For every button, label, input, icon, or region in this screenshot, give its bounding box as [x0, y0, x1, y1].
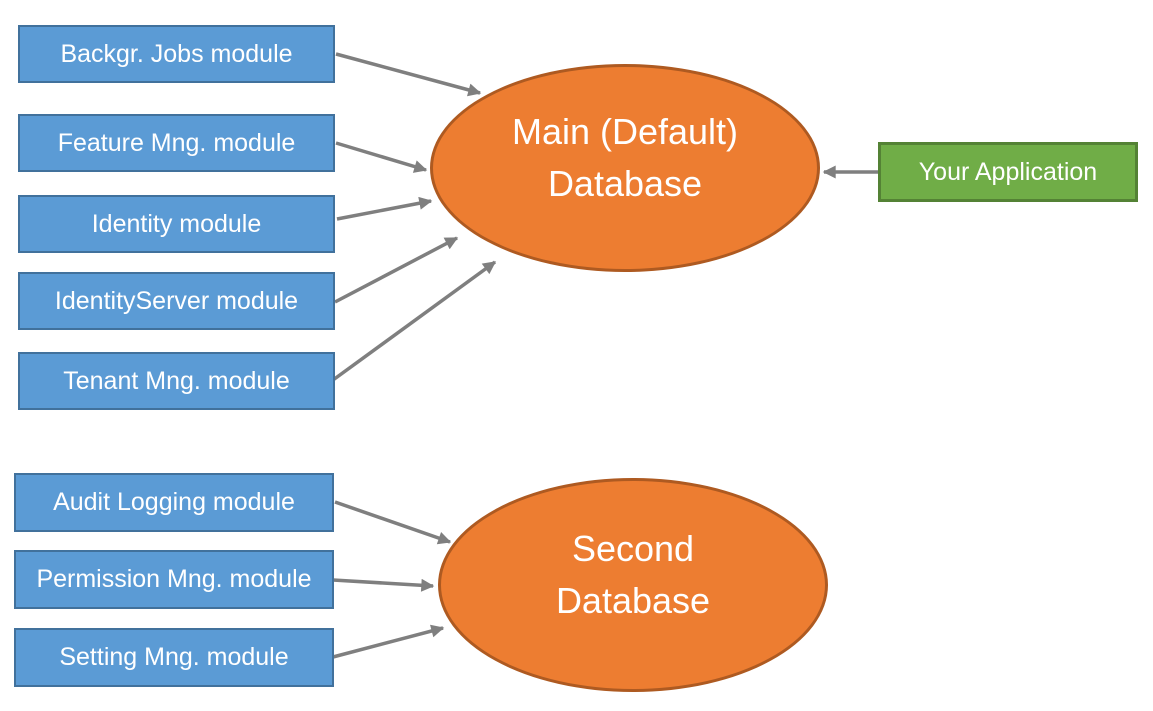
arrow-tenant-mng-to-main-db — [331, 260, 497, 382]
module-box-setting-mng: Setting Mng. module — [14, 628, 334, 687]
your-application-box: Your Application — [878, 142, 1138, 202]
second-database-ellipse: Second Database — [438, 478, 828, 692]
arrow-identity-to-main-db — [336, 196, 433, 221]
module-box-identityserver: IdentityServer module — [18, 272, 335, 330]
module-box-feature-mng: Feature Mng. module — [18, 114, 335, 172]
module-box-identity: Identity module — [18, 195, 335, 253]
database-label-line1: Main (Default) — [511, 111, 739, 153]
module-label: Tenant Mng. module — [63, 366, 290, 395]
module-label: Permission Mng. module — [36, 565, 312, 593]
main-database-ellipse: Main (Default) Database — [430, 64, 820, 272]
module-label: Audit Logging module — [53, 488, 295, 516]
database-label-line2: Database — [547, 163, 703, 204]
module-box-backgr-jobs: Backgr. Jobs module — [18, 25, 335, 83]
module-box-tenant-mng: Tenant Mng. module — [18, 352, 335, 410]
arrow-audit-logging-to-second-db — [334, 500, 452, 545]
arrow-permission-mng-to-second-db — [332, 578, 435, 592]
application-label: Your Application — [918, 157, 1098, 186]
module-label: Identity module — [91, 209, 262, 238]
module-box-audit-logging: Audit Logging module — [14, 473, 334, 532]
module-box-permission-mng: Permission Mng. module — [14, 550, 334, 609]
arrow-setting-mng-to-second-db — [332, 624, 445, 659]
database-label-line1: Second — [571, 528, 695, 570]
module-label: Backgr. Jobs module — [60, 39, 293, 68]
arrow-backgr-jobs-to-main-db — [335, 52, 482, 97]
arrow-feature-mng-to-main-db — [335, 141, 428, 173]
database-label-line2: Database — [555, 580, 711, 621]
module-label: IdentityServer module — [54, 286, 299, 315]
module-label: Feature Mng. module — [57, 128, 296, 157]
module-label: Setting Mng. module — [59, 643, 289, 671]
arrow-identityserver-to-main-db — [334, 236, 459, 304]
